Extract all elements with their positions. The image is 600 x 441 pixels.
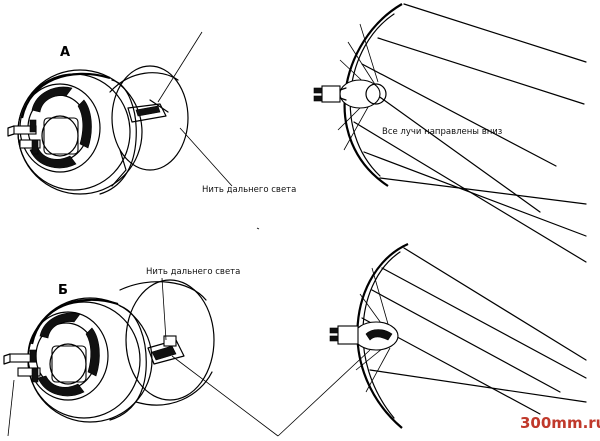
panel-letter-b: Б xyxy=(58,283,68,298)
bulb-a-illustration xyxy=(7,31,233,195)
stray-mark xyxy=(256,227,260,230)
beam-direction-label: Все лучи направлены вниз xyxy=(382,127,503,137)
reflector-b-illustration xyxy=(277,242,587,437)
site-watermark: 300mm.ru xyxy=(520,414,600,432)
high-beam-filament-label-b: Нить дальнего света xyxy=(146,267,240,277)
high-beam-filament-label-a: Нить дальнего света xyxy=(202,185,296,195)
panel-letter-a: А xyxy=(60,45,70,60)
reflector-a-illustration xyxy=(313,3,587,263)
bulb-b-illustration xyxy=(3,277,279,437)
